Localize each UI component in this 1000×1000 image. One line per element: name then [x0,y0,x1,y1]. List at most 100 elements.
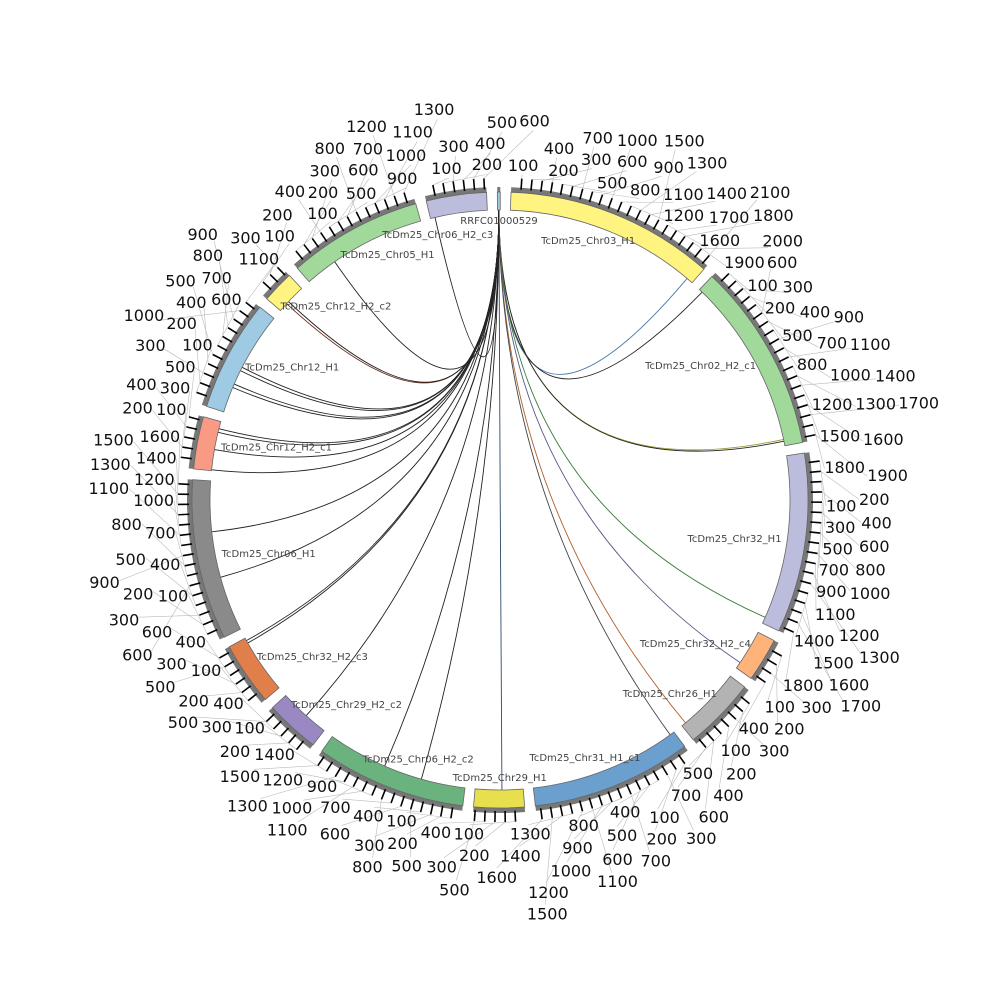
tick-label: 200 [178,692,209,711]
tick-label: 600 [699,807,730,826]
tick-mark [419,801,425,813]
tick-label: 800 [193,246,224,265]
tick-label: 600 [142,623,173,642]
segment-band[interactable] [496,191,501,211]
tick-label: 100 [508,156,539,175]
tick-label: 1100 [267,820,308,839]
tick-mark [262,281,272,291]
tick-leader-line [821,512,860,546]
tick-mark [790,608,802,614]
tick-mark [222,335,233,343]
link-tcdm25-chr32-h2-c4 [498,210,741,664]
segment-band[interactable] [228,637,280,701]
tick-leader-line [213,240,234,320]
tick-leader-line [821,481,826,527]
tick-leader-line [145,557,193,596]
segment-band[interactable] [735,631,775,679]
tick-mark [787,617,799,624]
segment-band[interactable] [191,479,241,638]
tick-mark [390,792,396,804]
tick-leader-line [192,286,214,355]
tick-mark [705,732,715,742]
segment-track [535,746,688,811]
segment-band[interactable] [681,675,746,741]
tick-leader-line [130,465,179,515]
segment-band[interactable] [206,306,275,413]
tick-mark [196,391,208,397]
tick-label: 1500 [93,431,134,450]
tick-mark [180,456,192,460]
tick-leader-line [365,187,407,208]
tick-label: 1300 [227,797,268,816]
tick-label: 1000 [850,584,891,603]
tick-label: 1000 [551,862,592,881]
tick-mark [393,195,399,207]
tick-mark [207,363,219,370]
tick-mark [635,209,642,221]
segment-rrfc01000529[interactable]: RRFC01000529 [460,186,538,227]
tick-mark [269,273,279,283]
tick-leader-line [463,152,491,181]
tick-leader-line [742,682,766,723]
link-tcdm25-chr12-h2-c2 [288,210,500,383]
segment-band[interactable] [296,203,422,283]
tick-mark [325,761,334,772]
segment-band[interactable] [698,275,804,447]
tick-label: 300 [201,717,232,736]
tick-label: 1400 [875,366,916,385]
tick-leader-line [473,131,503,180]
tick-leader-line [141,523,186,567]
segment-band[interactable] [425,191,488,219]
tick-label: 1600 [476,868,517,887]
tick-mark [761,667,772,675]
segment-band[interactable] [761,452,809,632]
tick-label: 1500 [820,426,861,445]
tick-label: 500 [607,826,638,845]
tick-mark [810,521,822,524]
tick-label: 600 [617,152,648,171]
tick-leader-line [475,821,506,847]
tick-label: 1100 [88,479,129,498]
segment-band[interactable] [509,191,705,284]
tick-mark [439,805,444,817]
tick-mark [245,301,255,310]
tick-label: 100 [234,719,265,738]
tick-leader-line [705,740,715,810]
segment-tcdm25-chr06-h2-c2[interactable]: 1002003004005006007008009001000110012001… [220,735,474,877]
tick-leader-line [655,769,677,831]
tick-leader-line [346,157,374,217]
segment-band[interactable] [266,274,303,312]
segment-tcdm25-chr12-h1[interactable]: 10020030040050060070080090010001100TcDm2… [124,225,340,413]
tick-label: 800 [797,355,828,374]
tick-mark [771,649,783,657]
segment-band[interactable] [532,731,686,807]
segment-band[interactable] [473,788,526,809]
segment-band[interactable] [271,694,325,746]
tick-leader-line [138,614,200,618]
tick-leader-line [337,178,370,222]
segment-band[interactable] [193,416,222,472]
tick-label: 600 [122,646,153,665]
tick-label: 500 [683,764,714,783]
tick-leader-line [206,692,242,697]
tick-label: 500 [487,113,518,132]
tick-mark [766,658,777,666]
segment-band[interactable] [321,735,466,807]
tick-label: 1100 [663,185,704,204]
tick-mark [188,416,200,421]
tick-mark [720,718,730,728]
